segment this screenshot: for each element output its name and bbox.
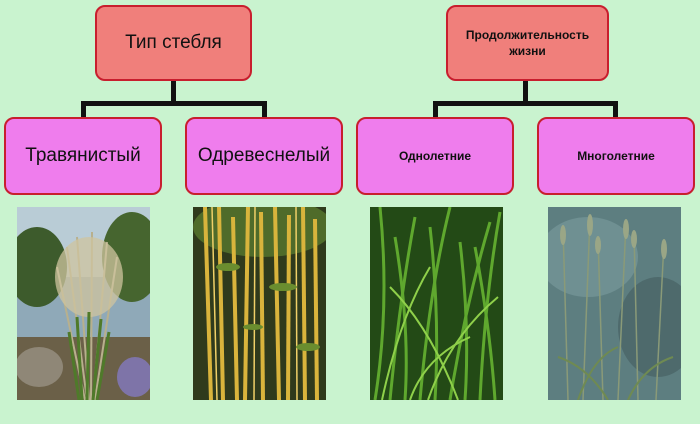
ornamental-grass-photo: [17, 207, 150, 400]
annual-box: Однолетние: [356, 117, 514, 195]
connector-stem-type-horizontal: [81, 101, 267, 106]
herbaceous-box: Травянистый: [4, 117, 162, 195]
connector-perennial-drop: [613, 101, 618, 118]
bamboo-stems-photo: [193, 207, 326, 400]
connector-woody-drop: [262, 101, 267, 118]
connector-stem-type-vertical: [171, 80, 176, 104]
connector-herbaceous-drop: [81, 101, 86, 118]
perennial-grass-photo: [548, 207, 681, 400]
green-grass-photo: [370, 207, 503, 400]
woody-box: Одревеснелый: [185, 117, 343, 195]
stem-type-box: Тип стебля: [95, 5, 252, 81]
connector-lifespan-horizontal: [433, 101, 618, 106]
connector-lifespan-vertical: [523, 80, 528, 104]
connector-annual-drop: [433, 101, 438, 118]
lifespan-box: Продолжительность жизни: [446, 5, 609, 81]
perennial-box: Многолетние: [537, 117, 695, 195]
